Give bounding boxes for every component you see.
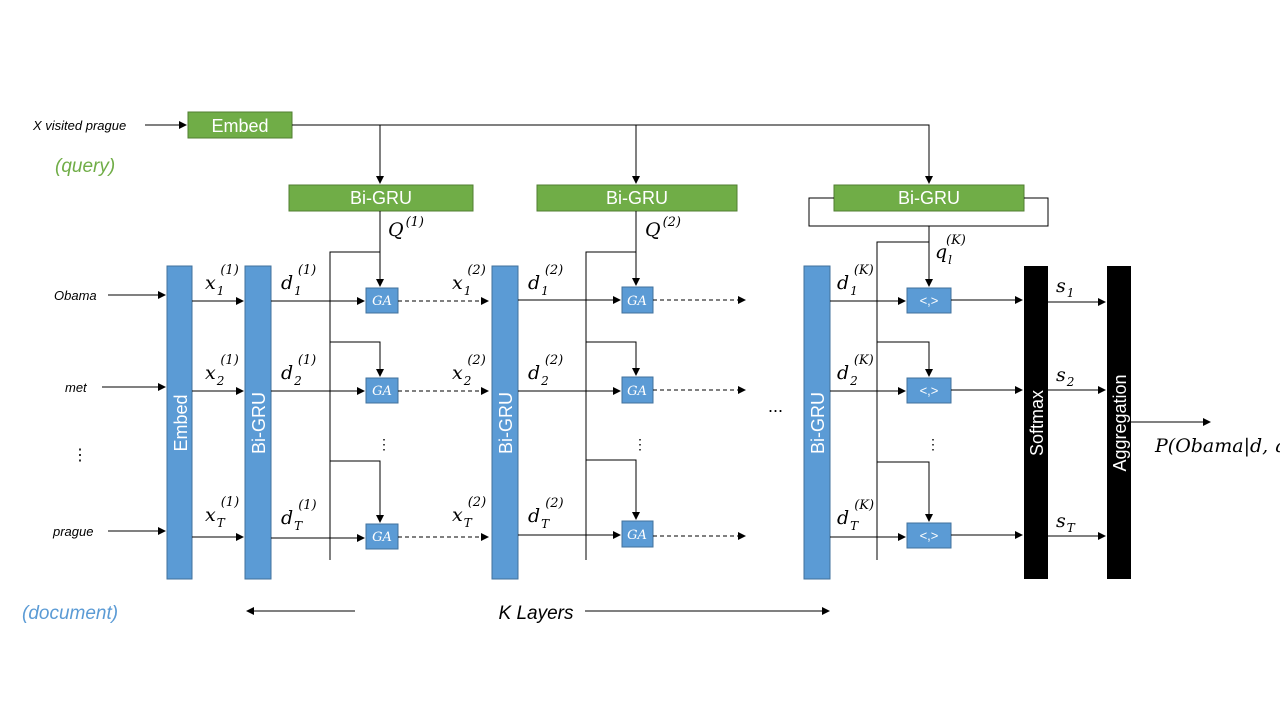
st-label: sT bbox=[1056, 510, 1076, 535]
query-input-text: X visited prague bbox=[32, 118, 126, 133]
x1-t-label: xT(1) bbox=[205, 495, 239, 530]
qk-to-dot-2 bbox=[877, 341, 933, 377]
dot-t bbox=[906, 522, 952, 549]
qk-label: ql(K) bbox=[935, 233, 966, 267]
q2-label: Q(2) bbox=[645, 215, 681, 241]
doc-bigru-1-label: Bi-GRU bbox=[249, 392, 269, 454]
d1-2-label: d2(1) bbox=[281, 353, 316, 388]
q2-to-ga-2 bbox=[586, 341, 640, 376]
query-bigru-2-label: Bi-GRU bbox=[606, 188, 668, 208]
ellipsis-v-2: ⋮ bbox=[633, 437, 647, 453]
dk-2-label: d2(K) bbox=[837, 353, 874, 388]
qk-to-dot-t bbox=[877, 461, 933, 522]
ellipsis-v-1: ⋮ bbox=[377, 437, 391, 453]
x1-2-label: x2(1) bbox=[205, 353, 239, 388]
k-layers-label: K Layers bbox=[499, 603, 574, 624]
token-met: met bbox=[65, 380, 88, 395]
q1-bus bbox=[329, 211, 381, 560]
ga-2-1-label: GA bbox=[627, 294, 647, 309]
d2-1-label: d1(2) bbox=[528, 263, 563, 298]
document-tag: (document) bbox=[22, 603, 118, 624]
dot-2-label: <,> bbox=[920, 383, 939, 398]
aggregation-box bbox=[1107, 266, 1131, 579]
x2-1-label: x1(2) bbox=[452, 263, 486, 298]
ga-2-2-label: GA bbox=[627, 384, 647, 399]
doc-bigru-2 bbox=[491, 265, 519, 580]
qk-bus bbox=[876, 226, 930, 560]
ga-1-1 bbox=[365, 287, 399, 314]
ga-1-2-label: GA bbox=[372, 384, 392, 399]
doc-bigru-2-label: Bi-GRU bbox=[496, 392, 516, 454]
doc-embed-label: Embed bbox=[171, 394, 191, 451]
query-bus-line bbox=[292, 124, 933, 184]
q1-to-ga-t bbox=[330, 460, 384, 523]
dot-1 bbox=[906, 287, 952, 314]
ellipsis-h: ... bbox=[768, 396, 783, 416]
ga-1-t-label: GA bbox=[372, 530, 392, 545]
q2-to-ga-t bbox=[586, 459, 640, 520]
token-obama: Obama bbox=[54, 288, 97, 303]
dot-1-label: <,> bbox=[920, 293, 939, 308]
dk-t-label: dT(K) bbox=[837, 498, 874, 533]
d1-t-label: dT(1) bbox=[281, 498, 317, 533]
dk-1-label: d1(K) bbox=[837, 263, 874, 298]
softmax-label: Softmax bbox=[1027, 390, 1047, 456]
q1-label: Q(1) bbox=[388, 215, 424, 241]
token-ellipsis: ⋮ bbox=[72, 445, 88, 464]
query-bigru-k bbox=[833, 184, 1025, 212]
token-prague: prague bbox=[52, 524, 93, 539]
q1-to-ga-2 bbox=[330, 341, 384, 377]
ga-1-2 bbox=[365, 377, 399, 404]
x2-2-label: x2(2) bbox=[452, 353, 486, 388]
doc-bigru-k-label: Bi-GRU bbox=[808, 392, 828, 454]
query-tag: (query) bbox=[55, 156, 115, 177]
ga-1-1-label: GA bbox=[372, 294, 392, 309]
output-label: P(Obama|d, q) bbox=[1154, 435, 1280, 457]
softmax-box bbox=[1024, 266, 1048, 579]
x1-1-label: x1(1) bbox=[205, 263, 239, 298]
ga-1-t bbox=[365, 523, 399, 550]
query-embed-label: Embed bbox=[211, 116, 268, 136]
dot-t-label: <,> bbox=[920, 528, 939, 543]
query-bigru-1-label: Bi-GRU bbox=[350, 188, 412, 208]
query-bigru-k-label: Bi-GRU bbox=[898, 188, 960, 208]
ga-2-t-label: GA bbox=[627, 528, 647, 543]
d1-1-label: d1(1) bbox=[281, 263, 316, 298]
ga-2-t bbox=[621, 520, 654, 548]
query-bigru-1 bbox=[288, 184, 474, 212]
aggregation-label: Aggregation bbox=[1110, 374, 1130, 471]
doc-bigru-1 bbox=[244, 265, 272, 580]
d2-2-label: d2(2) bbox=[528, 353, 563, 388]
s1-label: s1 bbox=[1056, 275, 1074, 300]
q2-bus bbox=[585, 211, 637, 560]
ellipsis-v-k: ⋮ bbox=[926, 437, 940, 453]
x2-t-label: xT(2) bbox=[452, 495, 486, 530]
query-bigru-2 bbox=[536, 184, 738, 212]
ga-2-2 bbox=[621, 376, 654, 404]
dot-2 bbox=[906, 377, 952, 404]
d2-t-label: dT(2) bbox=[528, 496, 564, 531]
s2-label: s2 bbox=[1056, 364, 1074, 389]
doc-embed-box bbox=[166, 265, 193, 580]
doc-bigru-k bbox=[803, 265, 831, 580]
